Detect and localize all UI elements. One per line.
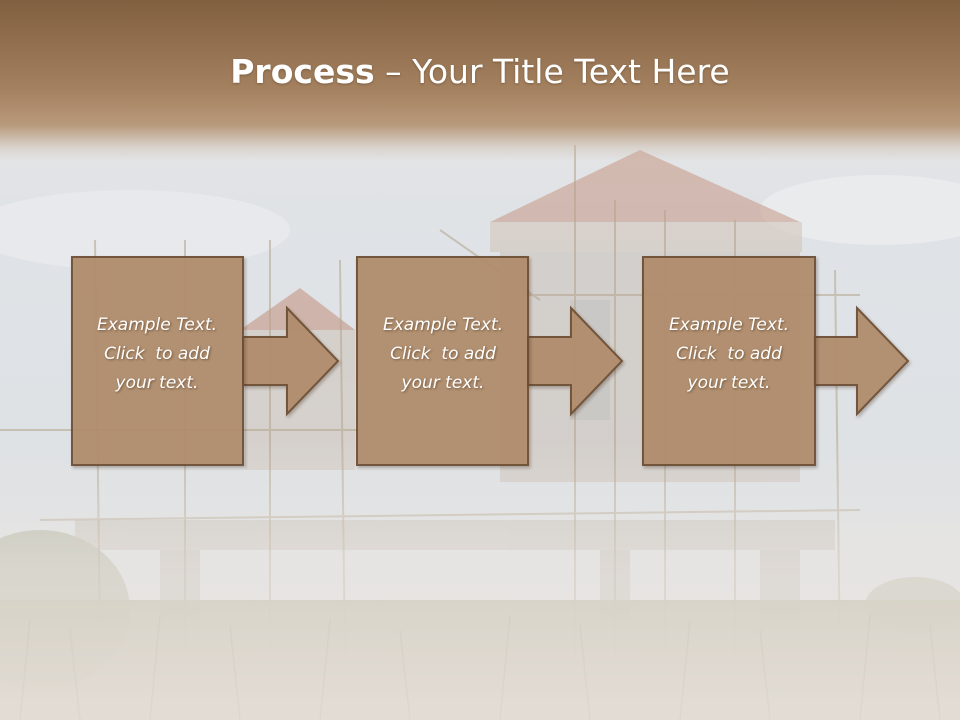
step-1-text[interactable]: Example Text. Click to add your text. bbox=[72, 311, 242, 398]
title-band bbox=[0, 0, 960, 160]
step-1-arrow[interactable] bbox=[242, 305, 340, 417]
step-3-text[interactable]: Example Text. Click to add your text. bbox=[644, 311, 814, 398]
step-2-line-1: Example Text. bbox=[382, 315, 504, 335]
bottom-haze bbox=[0, 440, 960, 720]
step-3-box[interactable] bbox=[642, 256, 816, 466]
step-1-line-2: Click to add bbox=[104, 344, 210, 364]
step-3-arrow[interactable] bbox=[813, 305, 910, 417]
step-3-line-2: Click to add bbox=[676, 344, 782, 364]
step-1-line-1: Example Text. bbox=[96, 315, 218, 335]
step-2-line-2: Click to add bbox=[390, 344, 496, 364]
step-3-line-1: Example Text. bbox=[668, 315, 790, 335]
step-2-text[interactable]: Example Text. Click to add your text. bbox=[358, 311, 528, 398]
step-3-line-3: your text. bbox=[687, 373, 771, 393]
title-bold: Process bbox=[230, 52, 375, 91]
step-2-line-3: your text. bbox=[401, 373, 485, 393]
step-1-line-3: your text. bbox=[115, 373, 199, 393]
step-1-box[interactable] bbox=[71, 256, 244, 466]
step-2-box[interactable] bbox=[356, 256, 529, 466]
title-rest: – Your Title Text Here bbox=[374, 52, 730, 91]
slide-title[interactable]: Process – Your Title Text Here bbox=[0, 52, 960, 91]
step-2-arrow[interactable] bbox=[527, 305, 624, 417]
